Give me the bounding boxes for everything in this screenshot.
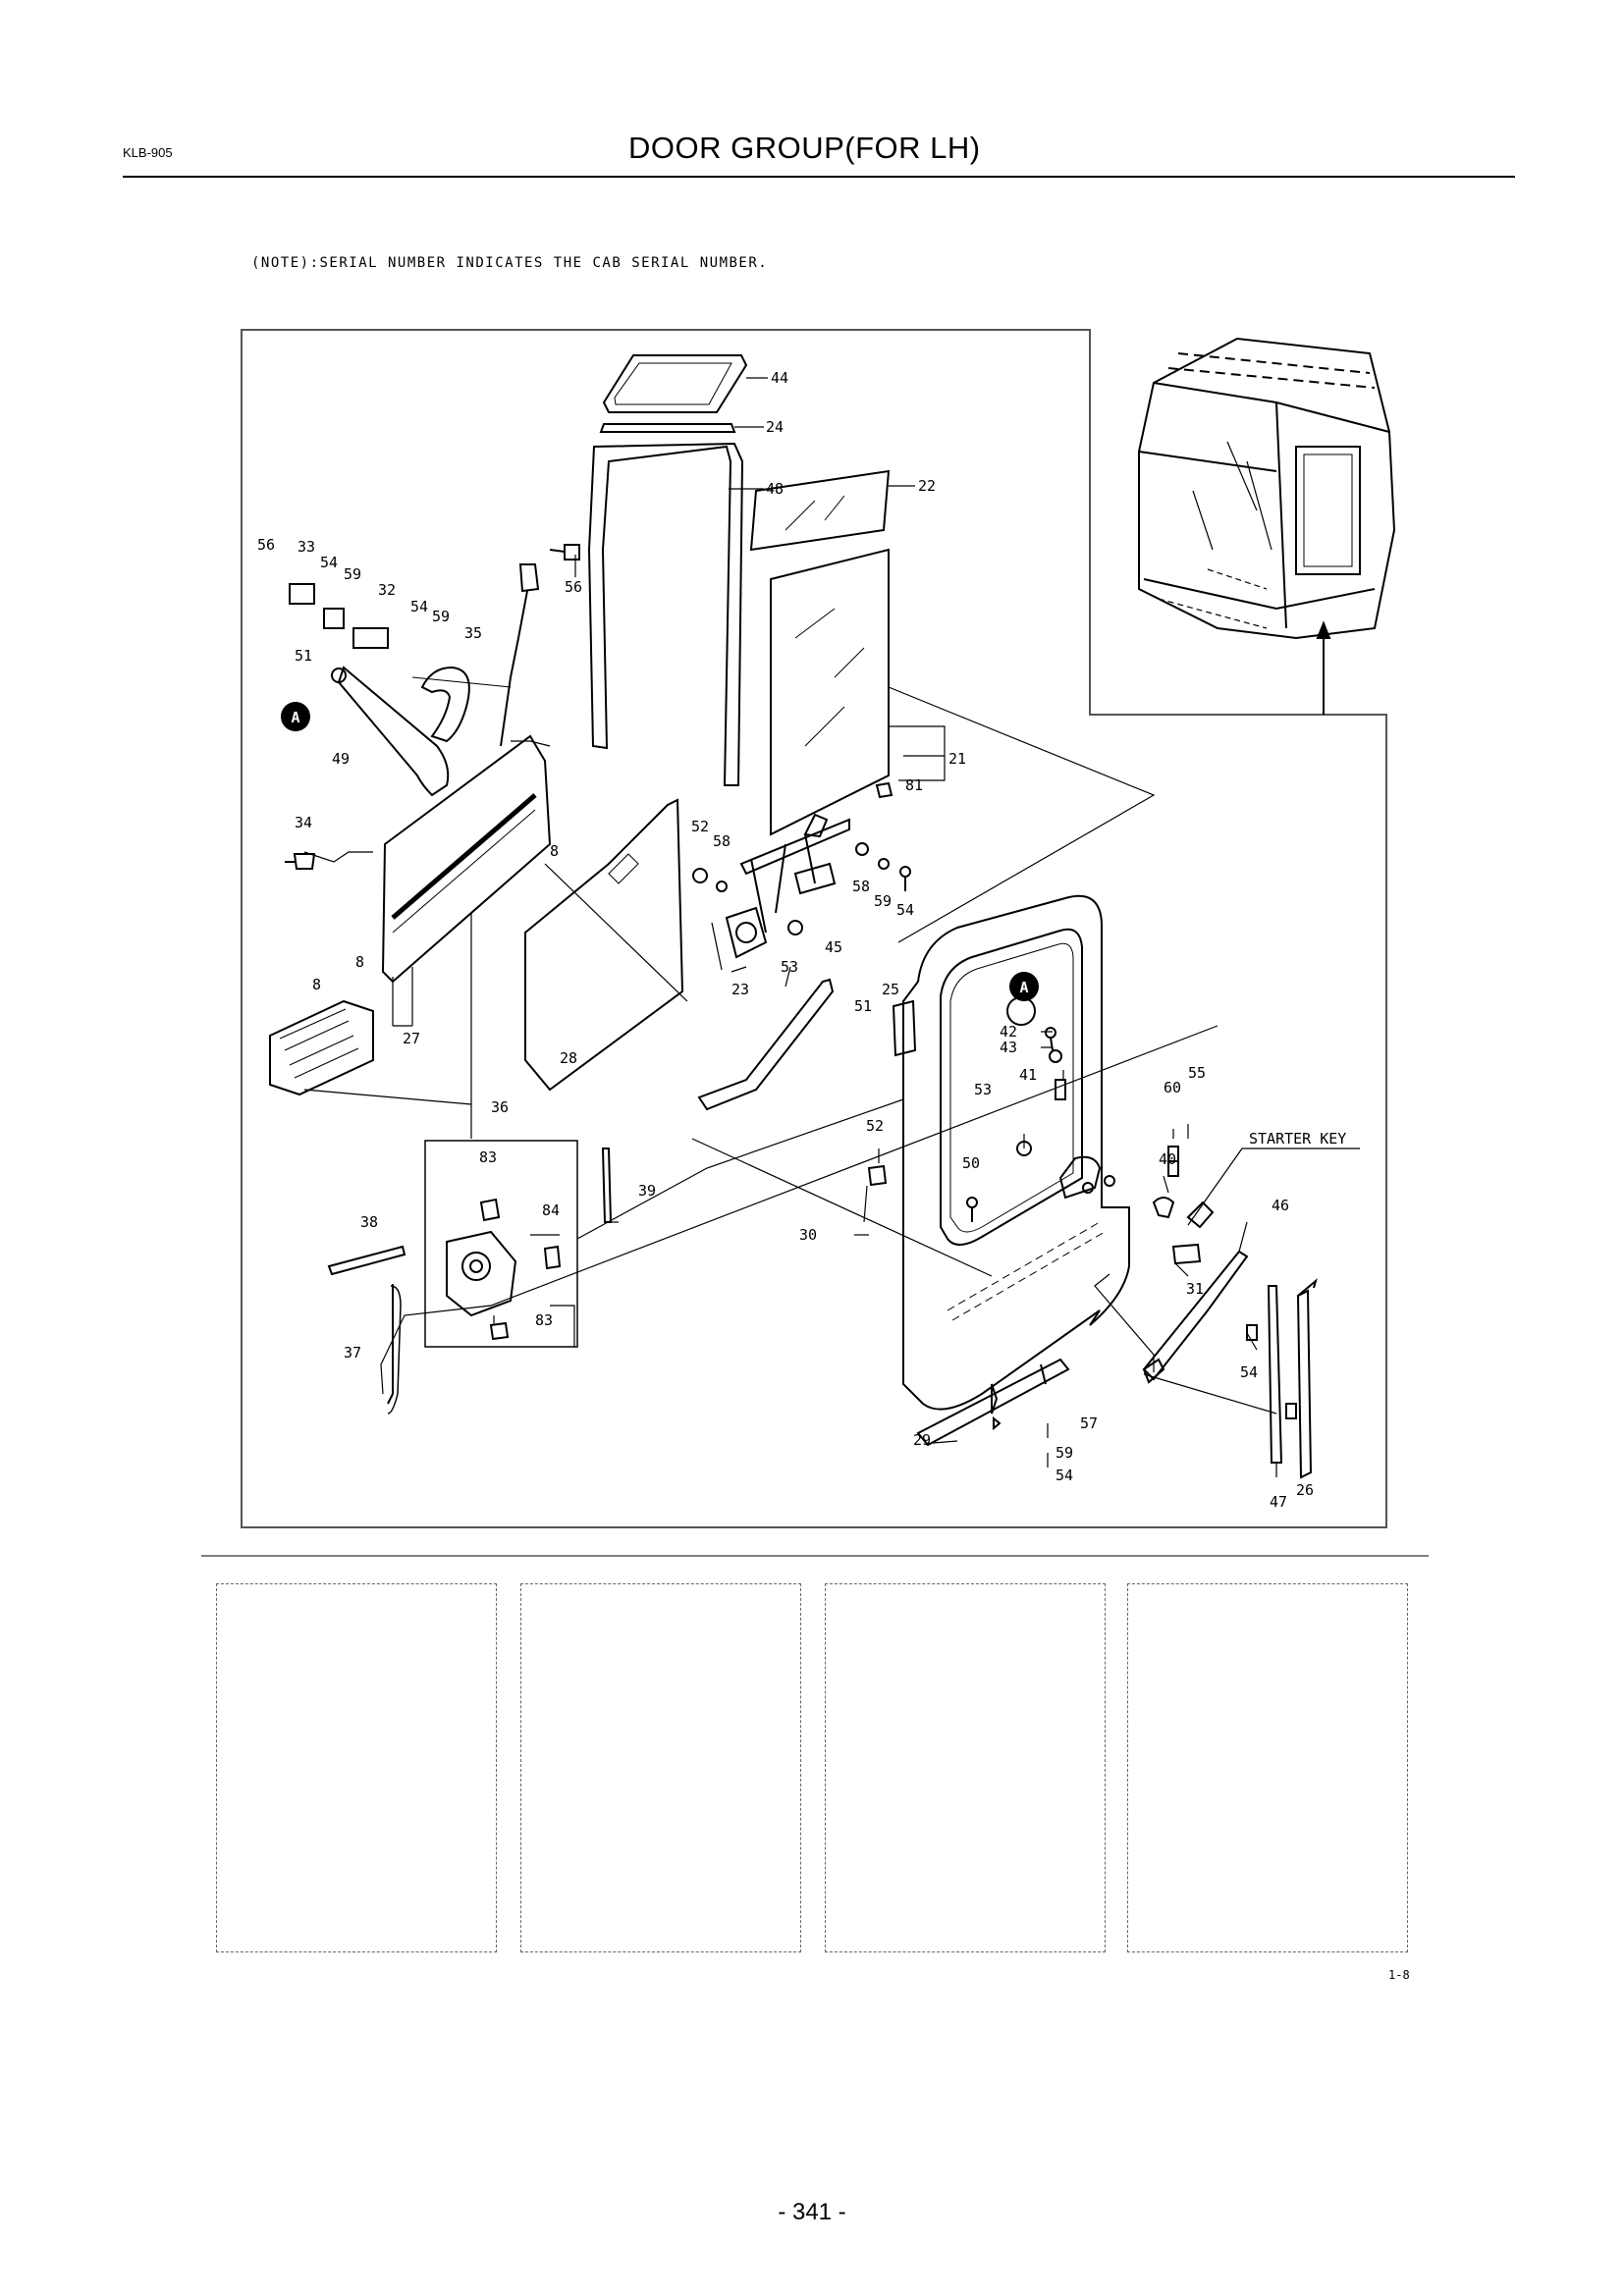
callout-47: 47: [1270, 1493, 1287, 1511]
callout-8c: 8: [355, 953, 364, 971]
callout-24: 24: [766, 418, 784, 436]
callout-25: 25: [882, 981, 899, 998]
callout-34: 34: [295, 814, 312, 831]
callout-83a: 83: [479, 1148, 497, 1166]
weather-strips: [697, 978, 1318, 1479]
callout-28: 28: [560, 1049, 577, 1067]
callout-59a: 59: [344, 565, 361, 583]
callout-58b: 58: [852, 878, 870, 895]
callout-31: 31: [1186, 1280, 1204, 1298]
callout-55: 55: [1188, 1064, 1206, 1082]
callout-56a: 56: [565, 578, 582, 596]
callout-52a: 52: [691, 818, 709, 835]
callout-38: 38: [360, 1213, 378, 1231]
part-callouts: 44 24 48 22 56 56 33 54 59 32 54 59 35 5…: [257, 369, 1314, 1511]
callout-42: 42: [1000, 1023, 1017, 1041]
callout-8b: 8: [312, 976, 321, 993]
callout-33: 33: [298, 538, 315, 556]
callout-45: 45: [825, 938, 842, 956]
speaker-grill: [269, 999, 374, 1096]
cab-illustration: [1138, 337, 1396, 715]
serial-range-box-1: [216, 1583, 497, 1952]
callout-59d: 59: [1056, 1444, 1073, 1462]
svg-text:A: A: [291, 709, 299, 726]
door-frame: [867, 894, 1215, 1411]
callout-56b: 56: [257, 536, 275, 554]
serial-range-box-3: [825, 1583, 1106, 1952]
callout-83b: 83: [535, 1311, 553, 1329]
callout-27: 27: [403, 1030, 420, 1047]
callout-84: 84: [542, 1201, 560, 1219]
starter-key-label: STARTER KEY: [1249, 1130, 1346, 1148]
callout-54c: 54: [896, 901, 914, 919]
callout-50: 50: [962, 1154, 980, 1172]
callout-53b: 53: [974, 1081, 992, 1098]
callout-21: 21: [948, 750, 966, 768]
callout-29: 29: [913, 1431, 931, 1449]
page-title: DOOR GROUP(FOR LH): [628, 131, 981, 165]
page-number: - 341 -: [778, 2199, 846, 2225]
window-regulator: [692, 781, 911, 959]
callout-59c: 59: [874, 892, 892, 910]
callout-30: 30: [799, 1226, 817, 1244]
window-seal-parts: [549, 354, 891, 836]
serial-range-box-4: [1127, 1583, 1408, 1952]
callout-49: 49: [332, 750, 350, 768]
callout-51b: 51: [854, 997, 872, 1015]
callout-48: 48: [766, 480, 784, 498]
callout-36: 36: [491, 1098, 509, 1116]
leader-lines: [303, 377, 1360, 1477]
trim-panels: [381, 563, 684, 1092]
callout-59b: 59: [432, 608, 450, 625]
callout-40: 40: [1159, 1150, 1176, 1168]
callout-22: 22: [918, 477, 936, 495]
diagram-frame: [241, 329, 1387, 1528]
callout-53a: 53: [781, 958, 798, 976]
callout-41: 41: [1019, 1066, 1037, 1084]
callout-54e: 54: [1056, 1467, 1073, 1484]
assist-grip: [285, 583, 470, 870]
callout-60: 60: [1164, 1079, 1181, 1096]
callout-37: 37: [344, 1344, 361, 1362]
callout-35: 35: [464, 624, 482, 642]
callout-26: 26: [1296, 1481, 1314, 1499]
callout-8a: 8: [550, 842, 559, 860]
callout-43: 43: [1000, 1039, 1017, 1056]
callout-54b: 54: [410, 598, 428, 615]
callout-44: 44: [771, 369, 788, 387]
callout-23: 23: [731, 981, 749, 998]
svg-text:A: A: [1019, 979, 1028, 996]
door-lock-assembly: [327, 1140, 613, 1415]
sheet-reference: 1-8: [1388, 1968, 1410, 1982]
callout-81: 81: [905, 776, 923, 794]
callout-58a: 58: [713, 832, 731, 850]
callout-46: 46: [1272, 1197, 1289, 1214]
callout-54d: 54: [1240, 1363, 1258, 1381]
callout-32: 32: [378, 581, 396, 599]
callout-39: 39: [638, 1182, 656, 1200]
reference-marker-a-1: A: [281, 702, 310, 731]
callout-52b: 52: [866, 1117, 884, 1135]
callout-51a: 51: [295, 647, 312, 665]
callout-57: 57: [1080, 1415, 1098, 1432]
callout-54a: 54: [320, 554, 338, 571]
header-rule: [123, 176, 1515, 178]
serial-number-note: (NOTE):SERIAL NUMBER INDICATES THE CAB S…: [251, 255, 769, 271]
serial-range-box-2: [520, 1583, 801, 1952]
reference-marker-a-2: A: [1009, 972, 1039, 1001]
document-code: KLB-905: [123, 145, 173, 160]
